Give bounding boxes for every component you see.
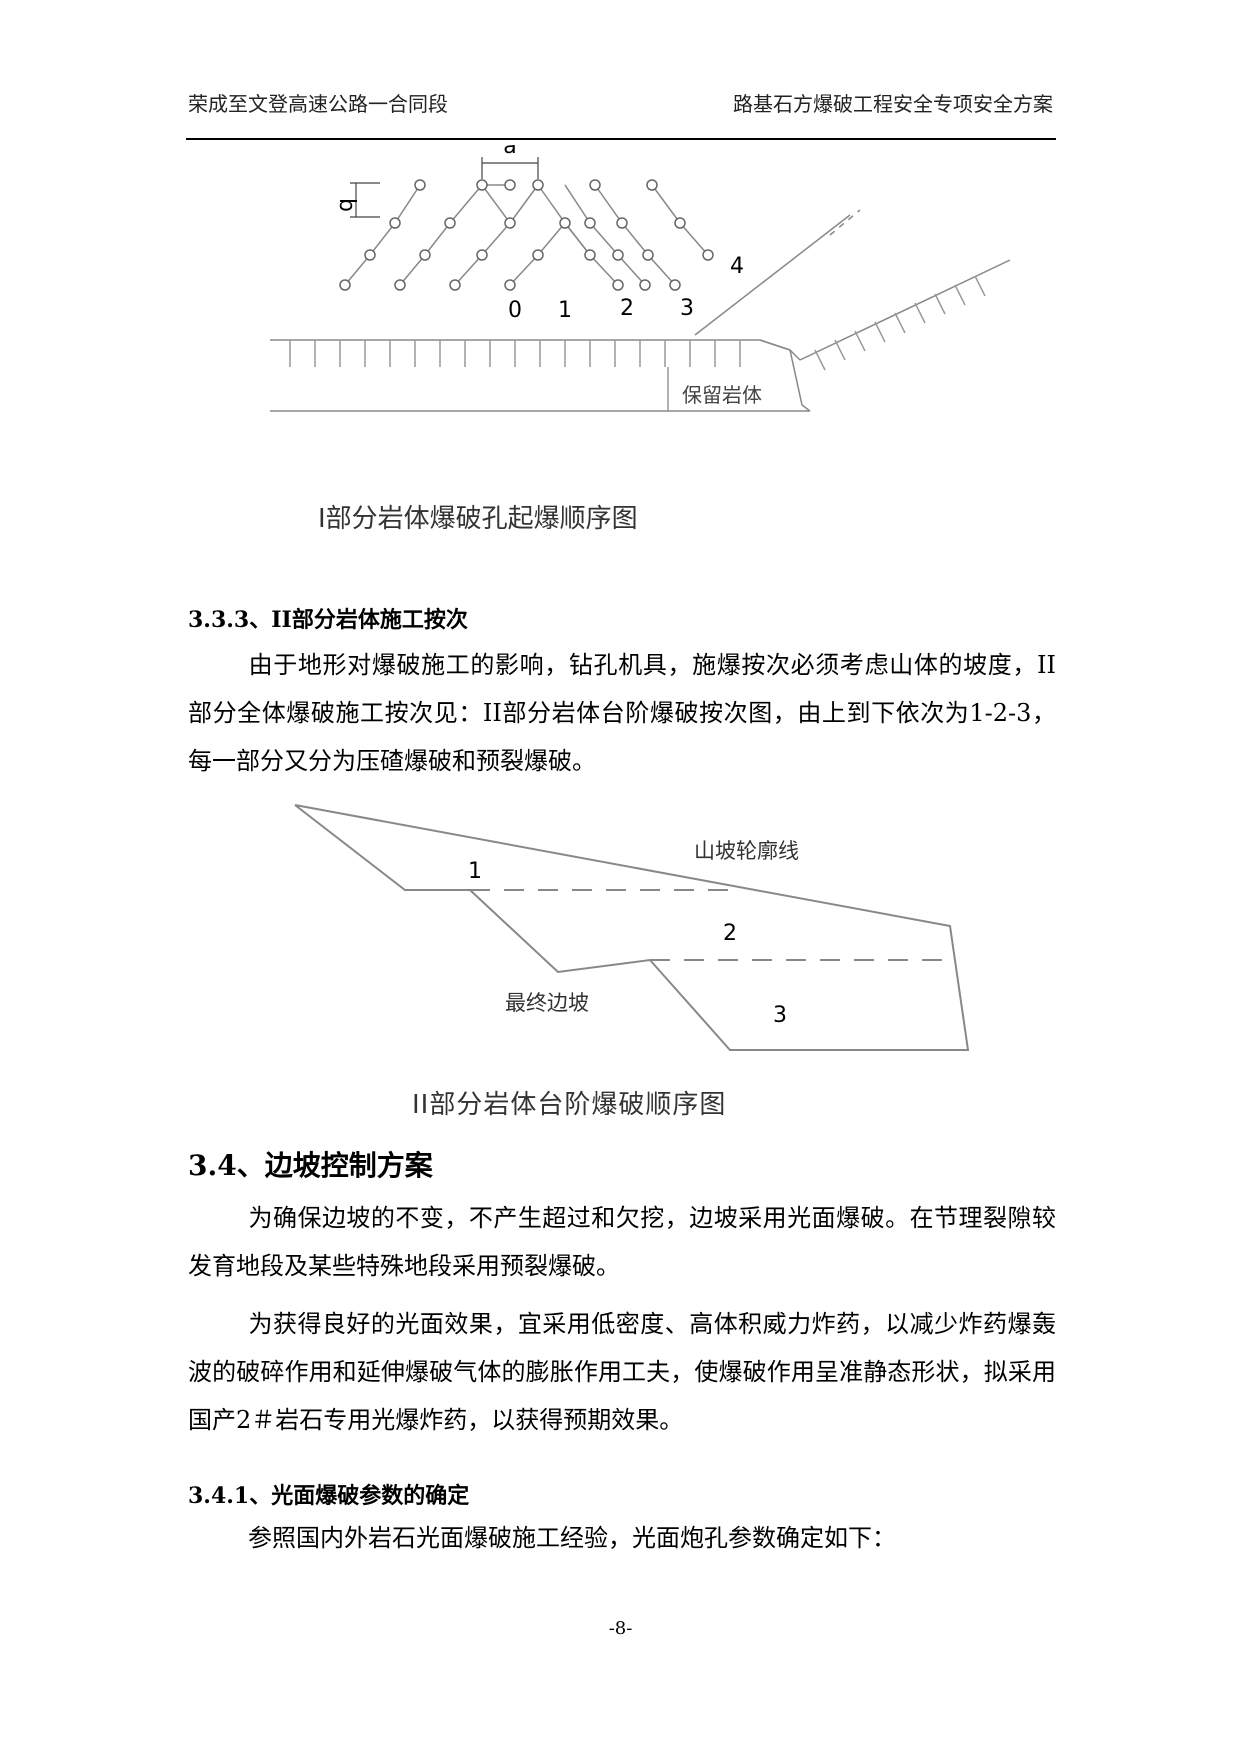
section-3-4-1-paragraph: 参照国内外岩石光面爆破施工经验，光面炮孔参数确定如下： xyxy=(188,1514,1056,1562)
section-3-3-3-paragraph: 由于地形对爆破施工的影响，钻孔机具，施爆按次必须考虑山体的坡度，II部分全体爆破… xyxy=(188,641,1056,785)
section-3-4-paragraph-1: 为确保边坡的不变，不产生超过和欠挖，边坡采用光面爆破。在节理裂隙较发育地段及某些… xyxy=(188,1194,1056,1290)
page-number: -8- xyxy=(608,1618,633,1639)
part-label-3: 3 xyxy=(773,1003,787,1028)
figure-1-blast-hole-diagram: a b 0 1 2 3 4 保留岩体 xyxy=(270,145,1011,412)
ground-line xyxy=(270,339,801,361)
section-3-3-3-text: 由于地形对爆破施工的影响，钻孔机具，施爆按次必须考虑山体的坡度，II部分全体爆破… xyxy=(188,651,1056,775)
section-3-4-1-heading: 3.4.1、光面爆破参数的确定 xyxy=(188,1483,470,1509)
hole-line xyxy=(344,184,421,286)
figure-1-caption: I部分岩体爆破孔起爆顺序图 xyxy=(318,504,638,534)
dimension-a-label: a xyxy=(503,145,516,159)
final-slope-label: 最终边坡 xyxy=(505,991,589,1015)
slope-outline xyxy=(294,804,970,1051)
hole-line xyxy=(481,184,511,224)
order-label-3: 3 xyxy=(680,296,694,321)
dimension-b-label: b xyxy=(334,198,359,212)
order-label-2: 2 xyxy=(620,296,634,321)
section-3-4-1-text: 参照国内外岩石光面爆破施工经验，光面炮孔参数确定如下： xyxy=(248,1524,896,1552)
ground-ticks xyxy=(289,275,986,411)
header-rule xyxy=(186,138,1056,140)
section-3-3-3-heading: 3.3.3、II部分岩体施工按次 xyxy=(188,607,468,633)
order-label-0: 0 xyxy=(508,298,522,323)
hole-line xyxy=(564,184,591,224)
section-3-4-heading: 3.4、边坡控制方案 xyxy=(188,1149,433,1182)
hole-line xyxy=(509,221,619,286)
hole-line xyxy=(454,184,539,286)
part-label-1: 1 xyxy=(468,859,482,884)
header-right-title: 路基石方爆破工程安全专项安全方案 xyxy=(733,92,1053,116)
section-3-4-paragraph-2: 为获得良好的光面效果，宜采用低密度、高体积威力炸药，以减少炸药爆轰波的破碎作用和… xyxy=(188,1300,1056,1444)
order-label-1: 1 xyxy=(558,298,572,323)
section-3-4-text-1: 为确保边坡的不变，不产生超过和欠挖，边坡采用光面爆破。在节理裂隙较发育地段及某些… xyxy=(188,1204,1056,1280)
hole-line xyxy=(594,184,676,286)
figure-2-bench-blast-diagram: 1 2 3 山坡轮廓线 最终边坡 xyxy=(294,804,970,1051)
header-left-title: 荣成至文登高速公路一合同段 xyxy=(188,92,448,116)
figure-2-caption: II部分岩体台阶爆破顺序图 xyxy=(412,1090,727,1120)
order-label-4: 4 xyxy=(730,254,744,279)
slope-outline-label: 山坡轮廓线 xyxy=(694,839,799,863)
reserved-rock-label: 保留岩体 xyxy=(682,383,762,407)
part-label-2: 2 xyxy=(723,921,737,946)
section-3-4-text-2: 为获得良好的光面效果，宜采用低密度、高体积威力炸药，以减少炸药爆轰波的破碎作用和… xyxy=(188,1310,1056,1434)
